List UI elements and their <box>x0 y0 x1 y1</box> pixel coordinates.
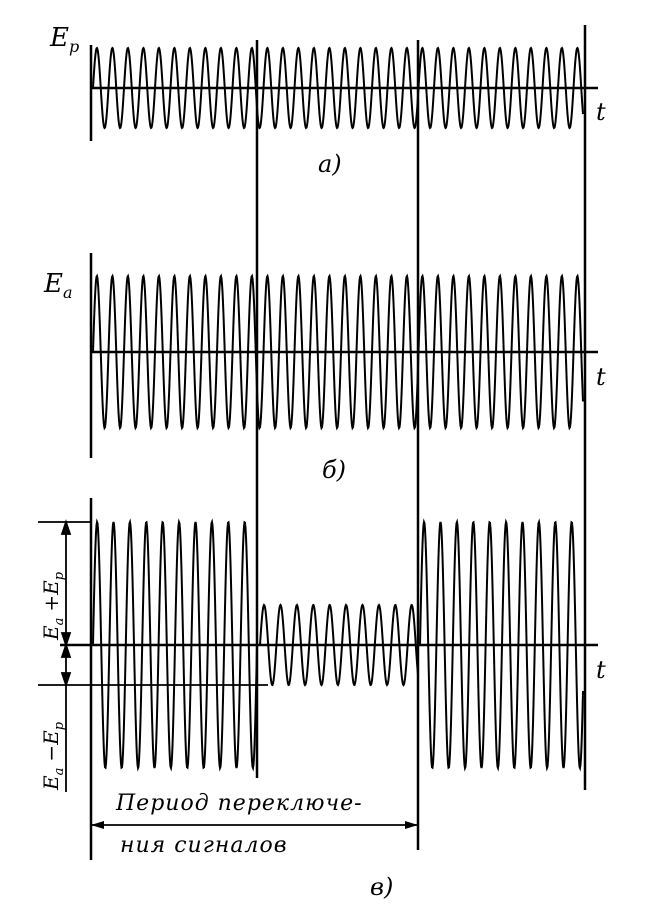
wave-c-segment-3 <box>419 518 584 772</box>
panel-a-y-label: Ep <box>49 23 79 56</box>
oscillation-waves <box>92 46 584 772</box>
wave-c-segment-1 <box>92 518 258 772</box>
lower-dimension-label: Ea−Ep <box>39 721 67 791</box>
panel-b-y-label: Ea <box>43 269 73 302</box>
panel-b-caption: б) <box>322 456 346 484</box>
upper-dimension-label: Ea+Ep <box>39 571 67 641</box>
lower-arrow-top <box>60 642 72 658</box>
panel-a-labels: Ep t a) <box>49 23 606 178</box>
period-label-line-2: ния сигналов <box>120 833 288 858</box>
upper-arrow-bottom <box>60 632 72 648</box>
lower-arrow-bottom <box>60 672 72 688</box>
panel-a-caption: a) <box>318 150 342 178</box>
upper-arrow-top <box>60 519 72 535</box>
wave-b <box>92 273 584 431</box>
panel-b-labels: Ea t б) <box>43 269 606 484</box>
wave-c-segment-2 <box>259 603 419 687</box>
panel-c-labels: t в) Ea+Ep Ea−Ep Период переключе- ния с… <box>38 519 606 901</box>
panel-b-x-label: t <box>596 363 606 391</box>
dimension-guides <box>38 519 268 792</box>
panel-a-x-label: t <box>596 98 606 126</box>
panel-c-x-label: t <box>596 656 606 684</box>
period-label-line-1: Период переключе- <box>115 791 363 816</box>
wave-a <box>92 46 584 130</box>
period-arrow <box>91 821 418 829</box>
panel-c-caption: в) <box>370 873 393 901</box>
